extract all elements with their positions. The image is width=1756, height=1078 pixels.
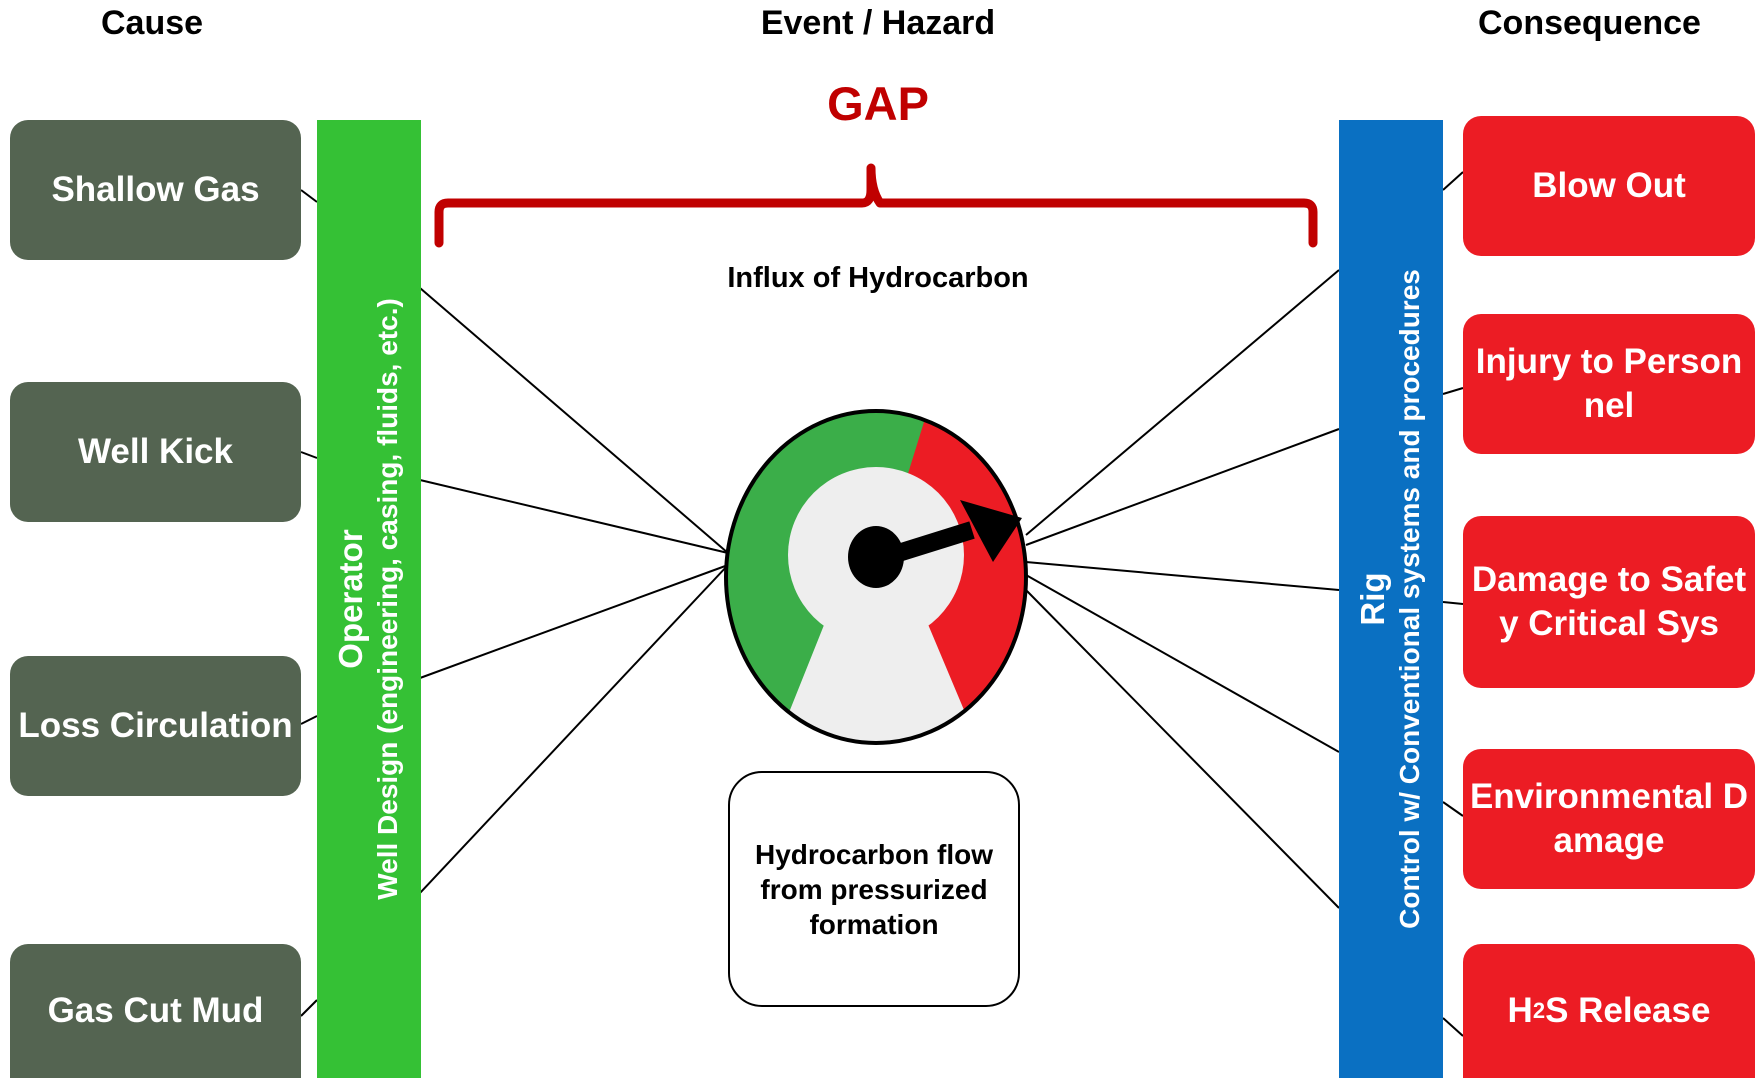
consequence-environmental: Environmental Damage: [1463, 749, 1755, 889]
gap-bracket: [434, 163, 1318, 248]
connector-barrier-left-4: [419, 564, 729, 894]
connector-cause-2: [300, 451, 318, 459]
connector-consequence-4: [1442, 801, 1464, 817]
pressure-gauge-icon: [724, 409, 1028, 745]
connector-consequence-3: [1442, 601, 1464, 605]
header-consequence: Consequence: [1478, 4, 1701, 42]
connector-lines: [300, 171, 1464, 1037]
cause-well-kick: Well Kick: [10, 382, 301, 522]
connector-barrier-right-5: [1025, 589, 1340, 909]
connector-consequence-5: [1442, 1017, 1464, 1037]
header-event: Event / Hazard: [760, 4, 996, 42]
connector-barrier-left-3: [419, 564, 729, 679]
connector-cause-3: [300, 715, 318, 725]
h2s-prefix: H: [1507, 991, 1533, 1030]
barrier-operator: Operator Well Design (engineering, casin…: [317, 120, 421, 1078]
cause-shallow-gas: Shallow Gas: [10, 120, 301, 260]
consequence-injury: Injury to Personnel: [1463, 314, 1755, 454]
gauge-rim: [724, 409, 1028, 745]
barrier-rig-subtitle: Control w/ Conventional systems and proc…: [1394, 269, 1425, 929]
cause-gas-cut-mud: Gas Cut Mud: [10, 944, 301, 1078]
connector-cause-4: [300, 999, 318, 1017]
barrier-operator-title: Operator: [332, 529, 369, 669]
header-cause: Cause: [101, 4, 204, 42]
consequence-blow-out: Blow Out: [1463, 116, 1755, 256]
connector-barrier-right-1: [1025, 269, 1340, 536]
barrier-rig-title: Rig: [1354, 572, 1391, 626]
gauge-hub: [848, 526, 904, 588]
event-description: Hydrocarbon flow from pressurized format…: [728, 771, 1020, 1007]
connector-barrier-right-2: [1025, 428, 1340, 546]
barrier-rig: Rig Control w/ Conventional systems and …: [1339, 120, 1443, 1078]
connector-barrier-left-2: [419, 479, 729, 554]
connector-barrier-right-4: [1025, 574, 1340, 753]
cause-loss-circulation: Loss Circulation: [10, 656, 301, 796]
gauge-needle-arrow: [960, 500, 1022, 562]
h2s-suffix: S Release: [1545, 991, 1711, 1030]
connector-cause-1: [300, 189, 318, 203]
connector-barrier-left-1: [419, 287, 729, 554]
event-title: Influx of Hydrocarbon: [727, 262, 1029, 294]
connector-barrier-right-3: [1025, 561, 1340, 591]
barrier-operator-subtitle: Well Design (engineering, casing, fluids…: [372, 298, 403, 900]
connector-consequence-2: [1442, 387, 1464, 395]
connector-consequence-1: [1442, 171, 1464, 191]
gauge-base: [770, 610, 985, 743]
consequence-safety-damage: Damage to Safety Critical Sys: [1463, 516, 1755, 688]
gap-label: GAP: [827, 77, 929, 130]
